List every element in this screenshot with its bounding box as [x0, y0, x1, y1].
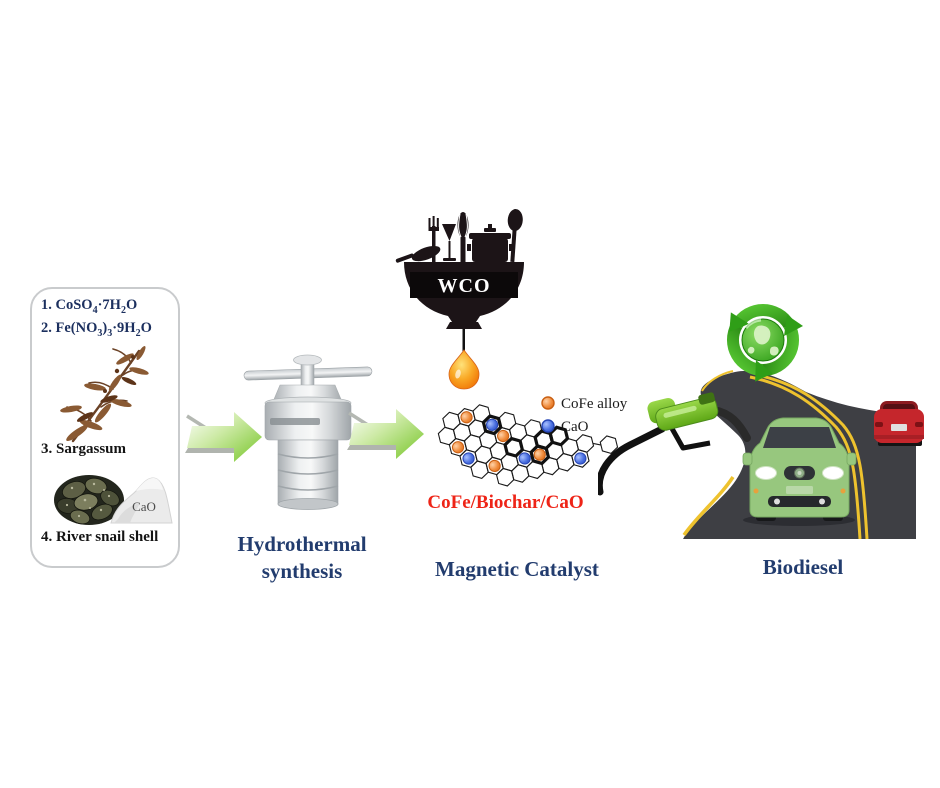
biochar-hexagon-lattice	[436, 402, 620, 489]
sargassum-seaweed-icon	[60, 345, 149, 443]
road-lane-lines	[682, 370, 869, 540]
biodiesel-label: Biodiesel	[762, 555, 844, 579]
cao-particles	[462, 418, 587, 465]
hydrothermal-line1: Hydrothermal	[237, 532, 367, 556]
legend-cofe-label: CoFe alloy	[561, 396, 628, 412]
recycle-globe-icon	[727, 303, 803, 382]
kitchen-utensils-icons	[395, 209, 523, 263]
cao-powder-image: CaO	[110, 477, 173, 524]
magnetic-catalyst-label: Magnetic Catalyst	[435, 557, 599, 581]
green-car	[742, 417, 857, 526]
river-snail-shells-image	[54, 475, 124, 525]
legend-cao-label: CaO	[561, 419, 589, 435]
red-car	[874, 401, 924, 446]
ingredient-4: 4. River snail shell	[41, 529, 159, 545]
legend-cofe-dot	[541, 396, 555, 410]
catalyst-formula-label: CoFe/Biochar/CaO	[427, 492, 584, 513]
catalyst-legend: CoFe alloy CaO	[541, 396, 628, 435]
autoclave-reactor-icon	[243, 354, 373, 510]
hydrothermal-line2: synthesis	[261, 559, 343, 583]
ingredient-2-text: 2. Fe(NO	[41, 320, 98, 336]
process-arrow-1	[185, 412, 262, 462]
wco-label: WCO	[438, 275, 491, 297]
waste-cooking-oil-icon: WCO	[395, 209, 524, 390]
biodiesel-scene	[598, 303, 924, 540]
ingredient-1: 1. CoSO4·7H2O	[41, 297, 138, 316]
process-arrow-2	[347, 409, 424, 459]
cofe-alloy-particles	[451, 411, 546, 473]
cofe-biochar-cao-structure: CoFe alloy CaO	[436, 396, 628, 489]
ingredient-1-text: 1. CoSO	[41, 297, 93, 313]
ingredient-2: 2. Fe(NO3)3·9H2O	[41, 320, 152, 339]
oil-drop-icon	[448, 349, 480, 390]
hydrothermal-synthesis-label: Hydrothermal synthesis	[222, 531, 382, 585]
cao-powder-label: CaO	[132, 499, 156, 514]
legend-cao-dot	[541, 419, 555, 433]
fuel-nozzle-icon	[598, 392, 751, 496]
ingredients-box: 1. CoSO4·7H2O 2. Fe(NO3)3·9H2O	[30, 287, 180, 568]
ingredient-3: 3. Sargassum	[41, 441, 127, 457]
